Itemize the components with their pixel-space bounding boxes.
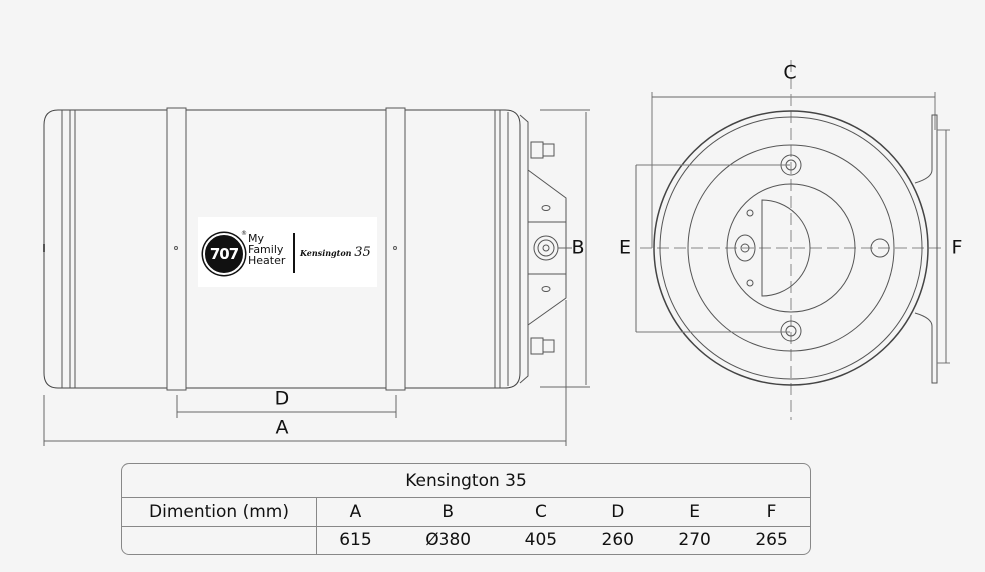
dimension-label-a: A [275, 416, 289, 439]
table-title: Kensington 35 [122, 464, 810, 498]
table-cell: 260 [601, 530, 634, 551]
table-header-row: Dimention (mm) A B C D E F [122, 498, 810, 527]
dimension-label-c: C [783, 61, 797, 84]
dimension-label-e: E [618, 236, 632, 259]
table-cell: Ø380 [425, 530, 472, 551]
column-header: A [317, 498, 394, 527]
tank-front-view [635, 60, 950, 420]
brand-logo: 707 ® My Family Heater Kensington 35 [198, 217, 377, 287]
table-cell: 615 [339, 530, 372, 551]
dimension-label-f: F [951, 236, 963, 259]
logo-badge: 707 [203, 233, 245, 275]
dimension-label-b: B [571, 236, 585, 259]
table-cell: 265 [755, 530, 788, 551]
logo-separator [293, 233, 295, 273]
dimension-label-d: D [274, 387, 290, 410]
table-values-row: 615 Ø380 405 260 270 265 [122, 526, 810, 554]
column-header: D [579, 498, 657, 527]
logo-model-name: Kensington [300, 248, 352, 258]
column-header: C [502, 498, 580, 527]
table-title-row: Kensington 35 [122, 464, 810, 498]
logo-model-number: 35 [354, 245, 371, 260]
empty-cell [122, 526, 317, 554]
column-header: B [393, 498, 503, 527]
logo-brand-name: My Family Heater [248, 232, 286, 267]
column-header: F [733, 498, 810, 527]
table-cell: 270 [678, 530, 711, 551]
end-fittings [519, 114, 567, 384]
tank-side-view [43, 107, 521, 391]
column-header: E [656, 498, 734, 527]
dimensions-table: Kensington 35 Dimention (mm) A B C D E F… [121, 463, 811, 555]
registered-mark: ® [241, 230, 247, 237]
dimension-lines [43, 109, 590, 446]
technical-drawing [43, 60, 950, 446]
row-header: Dimention (mm) [122, 498, 317, 527]
logo-model: Kensington 35 [300, 245, 371, 260]
table-cell: 405 [524, 530, 558, 551]
